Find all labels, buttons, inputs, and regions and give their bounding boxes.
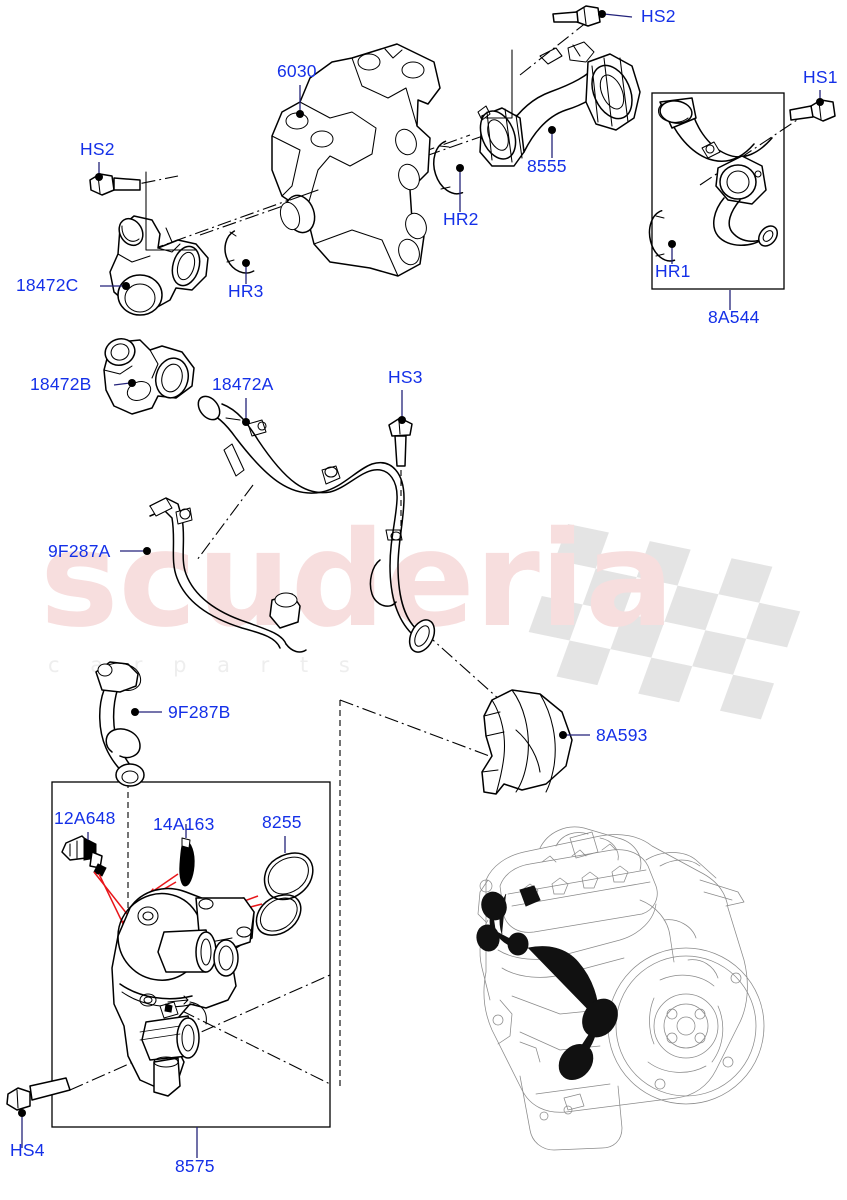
- callout-8a544[interactable]: 8A544: [708, 290, 760, 327]
- label-12a648: 12A648: [54, 808, 116, 828]
- callout-8575[interactable]: 8575: [175, 1127, 215, 1176]
- part-6030-bracket: [271, 43, 441, 277]
- label-hr1: HR1: [655, 261, 691, 281]
- part-8555-pipe: [477, 41, 641, 167]
- callout-hs3[interactable]: HS3: [388, 367, 423, 424]
- part-18472C-hose: [109, 215, 209, 316]
- assembly-axis-pipe-to-8593: [196, 484, 254, 561]
- part-14A163-clip: [179, 837, 195, 887]
- callout-hr2[interactable]: HR2: [443, 164, 479, 229]
- callout-hs2-left[interactable]: HS2: [80, 139, 115, 181]
- callout-8a593[interactable]: 8A593: [559, 725, 648, 745]
- label-6030: 6030: [277, 61, 317, 81]
- callout-12a648[interactable]: 12A648: [54, 808, 116, 848]
- label-hs2-left: HS2: [80, 139, 115, 159]
- assembly-axis-upper2: [199, 129, 501, 236]
- part-8255-gasket: [255, 852, 314, 936]
- assembly-axis-8A593: [423, 631, 501, 701]
- label-8555: 8555: [527, 156, 567, 176]
- part-9F287A-hose: [149, 497, 307, 653]
- assembly-axis-thermo-h2: [159, 999, 333, 1086]
- label-9f287a: 9F287A: [48, 541, 111, 561]
- part-18472B-hose: [103, 338, 195, 415]
- part-HS4-bolt: [6, 1077, 71, 1111]
- callout-box-8575: [51, 781, 331, 1128]
- label-9f287b: 9F287B: [168, 702, 231, 722]
- callout-hs2-top[interactable]: HS2: [598, 6, 676, 26]
- part-HS1-bolt: [789, 99, 836, 122]
- callout-hs1[interactable]: HS1: [803, 67, 838, 106]
- callout-18472c[interactable]: 18472C: [16, 275, 130, 295]
- label-hs2-top: HS2: [641, 6, 676, 26]
- part-HS3-bolt: [388, 417, 413, 467]
- label-18472a: 18472A: [212, 374, 274, 394]
- label-hr3: HR3: [228, 281, 264, 301]
- label-hs1: HS1: [803, 67, 838, 87]
- callout-14a163[interactable]: 14A163: [153, 814, 215, 838]
- callout-9f287a[interactable]: 9F287A: [48, 541, 151, 561]
- label-18472c: 18472C: [16, 275, 79, 295]
- callout-8255[interactable]: 8255: [262, 812, 302, 853]
- part-18472A-pipe: [197, 395, 436, 653]
- checkered-flag-watermark: [528, 524, 801, 720]
- callout-box-8A544: [651, 92, 785, 290]
- part-8A544-hose: [658, 97, 779, 247]
- label-14a163: 14A163: [153, 814, 215, 834]
- bracket-leader-hs2-left: [145, 171, 197, 251]
- assembly-axis-hs1: [699, 109, 813, 186]
- label-8a593: 8A593: [596, 725, 648, 745]
- assembly-axis-hs2top: [519, 17, 593, 76]
- part-HR2-retaining-ring: [433, 140, 464, 195]
- part-8A593-hose: [481, 689, 573, 795]
- label-8255: 8255: [262, 812, 302, 832]
- label-hs4: HS4: [10, 1140, 45, 1160]
- sleeve-near-bracket: [279, 201, 301, 231]
- watermark-primary: scuderia: [40, 503, 674, 657]
- part-9F287B-hose: [95, 661, 145, 787]
- callout-hr1[interactable]: HR1: [655, 240, 691, 281]
- callout-18472b[interactable]: 18472B: [30, 374, 136, 394]
- part-HR1-retaining-ring: [648, 209, 676, 262]
- callout-6030[interactable]: 6030: [277, 61, 317, 118]
- callout-hr3[interactable]: HR3: [228, 259, 264, 301]
- assembly-axis-box-diag: [339, 699, 501, 761]
- part-8575-thermostat-housing: [111, 887, 255, 1097]
- callout-8555[interactable]: 8555: [527, 126, 567, 176]
- label-hs3: HS3: [388, 367, 423, 387]
- callout-hs4[interactable]: HS4: [10, 1109, 45, 1160]
- label-18472b: 18472B: [30, 374, 92, 394]
- bracket-leader-hs2-top: [485, 49, 513, 119]
- callout-9f287b[interactable]: 9F287B: [131, 702, 231, 722]
- part-HS2-bolt-top: [552, 5, 601, 27]
- engine-assembly-illustration: [476, 826, 765, 1151]
- label-8575: 8575: [175, 1156, 215, 1176]
- callout-18472a[interactable]: 18472A: [212, 374, 274, 426]
- part-12A648-sensor: [61, 835, 107, 877]
- label-hr2: HR2: [443, 209, 479, 229]
- label-8a544: 8A544: [708, 307, 760, 327]
